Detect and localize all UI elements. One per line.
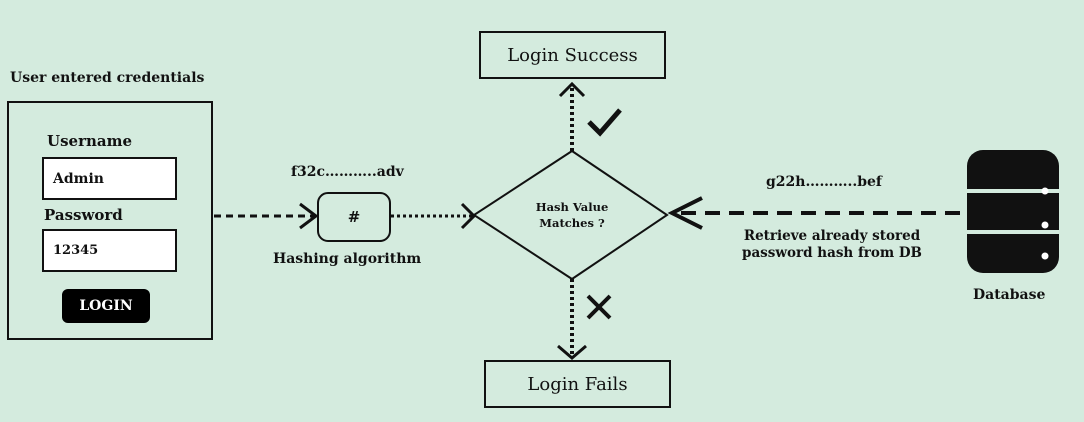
password-value: 12345 <box>53 243 99 258</box>
hash-box: # <box>317 192 391 242</box>
username-label: Username <box>47 132 133 150</box>
username-value: Admin <box>53 170 104 187</box>
arrowhead-hash <box>299 202 319 230</box>
database-icon <box>967 150 1059 273</box>
password-field[interactable]: 12345 <box>42 229 177 272</box>
hashing-label: Hashing algorithm <box>273 251 422 267</box>
login-success-text: Login Success <box>507 44 638 66</box>
stored-hash: g22h………..bef <box>766 174 882 190</box>
retrieve-text: Retrieve already stored password hash fr… <box>718 228 946 262</box>
login-fails-text: Login Fails <box>527 373 628 395</box>
decision-line-1: Hash Value <box>535 200 609 214</box>
decision-text: Hash Value Matches ? <box>524 199 620 231</box>
login-button[interactable]: LOGIN <box>62 289 150 323</box>
credentials-title: User entered credentials <box>10 70 205 86</box>
arrowhead-fail <box>557 344 587 360</box>
arrowhead-success <box>558 81 586 98</box>
retrieve-line-1: Retrieve already stored <box>743 228 921 244</box>
cross-icon <box>586 294 612 320</box>
arrowhead-diamond-right <box>667 196 703 230</box>
retrieve-line-2: password hash from DB <box>742 245 922 261</box>
login-success-box: Login Success <box>479 31 666 79</box>
hash-symbol: # <box>347 208 361 226</box>
username-field[interactable]: Admin <box>42 157 177 200</box>
check-icon <box>587 108 622 137</box>
password-label: Password <box>44 206 123 224</box>
database-label: Database <box>973 287 1046 303</box>
decision-line-2: Matches ? <box>539 216 605 230</box>
hash-output: f32c………..adv <box>291 164 404 180</box>
login-fails-box: Login Fails <box>484 360 671 408</box>
